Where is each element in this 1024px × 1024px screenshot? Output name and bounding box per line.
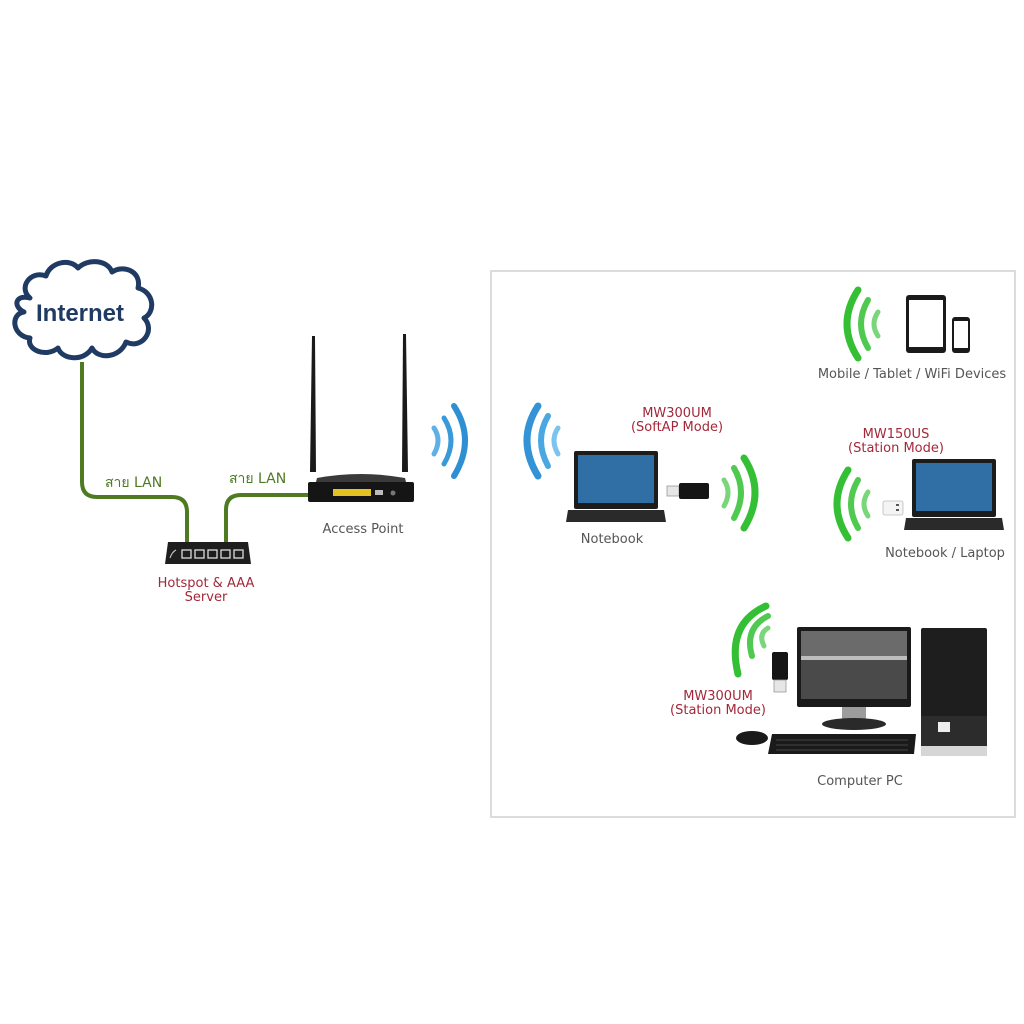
wifi-signal-icon bbox=[833, 466, 871, 542]
laptop-icon bbox=[566, 451, 666, 522]
cable-label-2: สาย LAN bbox=[229, 471, 287, 487]
hotspot-label-line2: Server bbox=[184, 590, 228, 605]
pc-adapter-model: MW300UM bbox=[683, 689, 753, 704]
wireless-clients-panel bbox=[490, 270, 1016, 818]
pc-tower-icon bbox=[921, 628, 987, 756]
wifi-signal-icon bbox=[523, 402, 561, 480]
wifi-signal-icon bbox=[843, 286, 881, 362]
laptop-label: Notebook / Laptop bbox=[885, 546, 1005, 561]
internet-label: Internet bbox=[36, 300, 125, 327]
wifi-signal-icon bbox=[731, 602, 771, 678]
phone-icon bbox=[952, 317, 970, 353]
pc-label: Computer PC bbox=[817, 774, 903, 789]
laptop-adapter-model: MW150US bbox=[862, 427, 930, 442]
pc-adapter-label: MW300UM (Station Mode) bbox=[660, 690, 776, 718]
cloud-icon bbox=[12, 259, 155, 361]
cable-internet-to-server bbox=[80, 362, 189, 550]
hotspot-label-line1: Hotspot & AAA bbox=[157, 576, 255, 591]
wifi-signal-icon bbox=[721, 454, 759, 532]
notebook-label: Notebook bbox=[580, 532, 644, 547]
mouse-icon bbox=[736, 731, 768, 745]
laptop-adapter-label: MW150US (Station Mode) bbox=[836, 428, 956, 456]
wifi-signal-icon bbox=[431, 403, 468, 479]
router-board-icon bbox=[165, 542, 251, 564]
notebook-adapter-label: MW300UM (SoftAP Mode) bbox=[618, 407, 736, 435]
mobile-devices-label: Mobile / Tablet / WiFi Devices bbox=[817, 367, 1007, 382]
monitor-icon bbox=[797, 627, 911, 730]
usb-adapter-icon bbox=[772, 652, 788, 693]
notebook-adapter-mode: (SoftAP Mode) bbox=[630, 420, 724, 435]
wireless-router-icon bbox=[308, 334, 414, 502]
cable-server-to-ap bbox=[224, 493, 312, 550]
keyboard-icon bbox=[768, 734, 916, 754]
notebook-adapter-model: MW300UM bbox=[642, 406, 712, 421]
laptop-icon bbox=[904, 459, 1004, 530]
hotspot-label: Hotspot & AAA Server bbox=[146, 577, 266, 605]
tablet-icon bbox=[906, 295, 946, 353]
cable-label-1: สาย LAN bbox=[105, 475, 163, 491]
pc-adapter-mode: (Station Mode) bbox=[670, 703, 766, 718]
access-point-label: Access Point bbox=[322, 522, 404, 537]
laptop-adapter-mode: (Station Mode) bbox=[848, 441, 944, 456]
usb-nano-adapter-icon bbox=[882, 500, 904, 516]
usb-adapter-icon bbox=[666, 483, 709, 499]
